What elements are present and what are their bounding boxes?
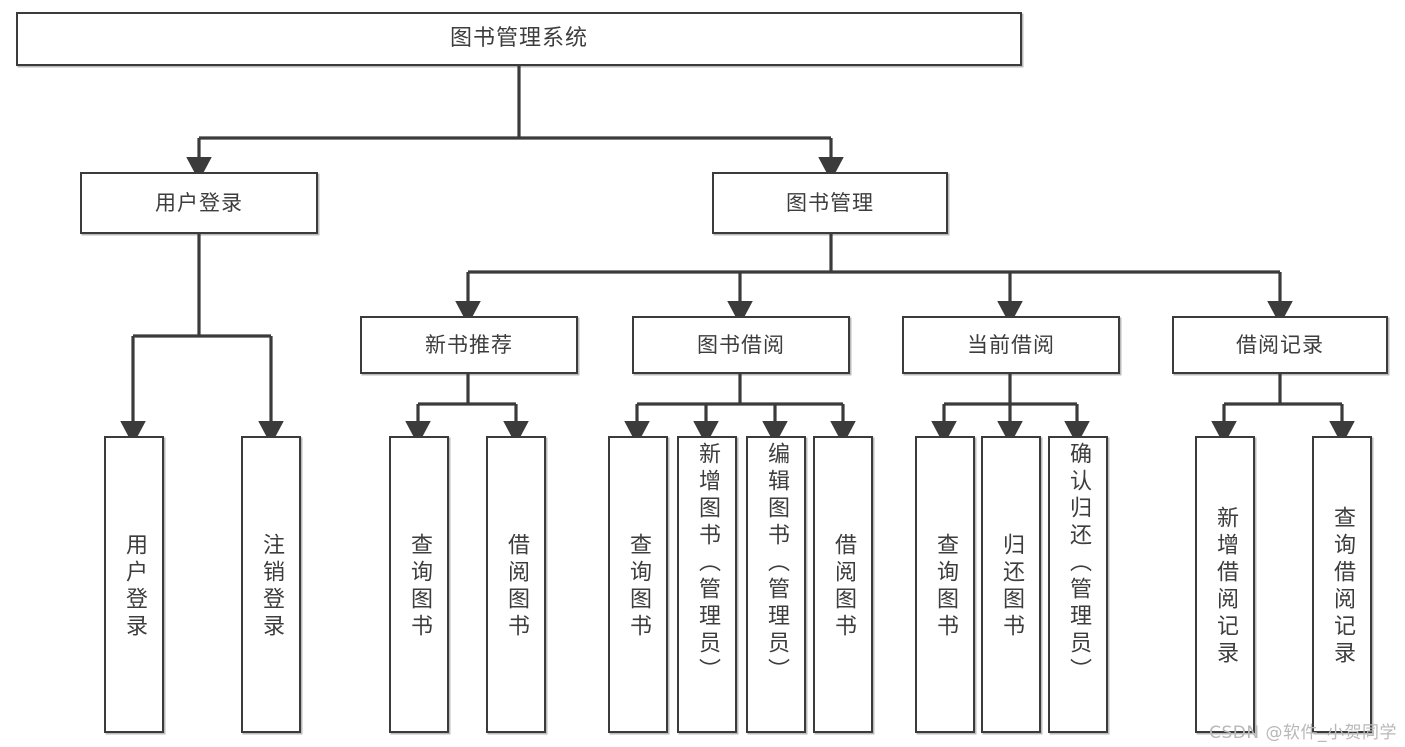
- node-leaf-query-borrow-record[interactable]: 查询借阅记录: [1312, 436, 1372, 733]
- node-leaf-query-borrow-record-label: 查询借阅记录: [1330, 505, 1355, 668]
- node-leaf-borrow-book-rec-label: 借阅图书: [504, 532, 529, 641]
- node-leaf-user-login[interactable]: 用户登录: [104, 436, 164, 733]
- book-management-to-level3-connectors: [455, 234, 1293, 325]
- node-new-book-recommend-label: 新书推荐: [425, 332, 513, 357]
- node-leaf-confirm-return-admin-label: 确认归还（管理员）: [1066, 442, 1091, 685]
- node-book-borrow-label: 图书借阅: [697, 332, 785, 357]
- book-borrow-to-leaf-connectors: [624, 374, 856, 445]
- node-leaf-query-book-borrow-label: 查询图书: [626, 532, 651, 641]
- node-leaf-return-book-label: 归还图书: [999, 532, 1024, 641]
- node-current-borrow-label: 当前借阅: [967, 332, 1055, 357]
- user-login-to-leaf-connectors: [120, 234, 284, 445]
- node-leaf-borrow-book-label: 借阅图书: [831, 532, 856, 641]
- node-leaf-query-book-borrow[interactable]: 查询图书: [608, 436, 668, 733]
- node-book-borrow[interactable]: 图书借阅: [632, 316, 850, 374]
- node-root-label: 图书管理系统: [449, 26, 588, 52]
- node-leaf-edit-book-admin-label: 编辑图书（管理员）: [764, 442, 789, 685]
- node-new-book-recommend[interactable]: 新书推荐: [360, 316, 578, 374]
- node-root[interactable]: 图书管理系统: [16, 12, 1022, 66]
- node-leaf-add-book-admin-label: 新增图书（管理员）: [695, 442, 720, 685]
- node-leaf-borrow-book-rec[interactable]: 借阅图书: [486, 436, 546, 733]
- watermark: CSDN @软件_小贺同学: [1209, 723, 1397, 743]
- node-borrow-record[interactable]: 借阅记录: [1172, 316, 1388, 374]
- node-leaf-return-book[interactable]: 归还图书: [981, 436, 1041, 733]
- node-leaf-user-login-label: 用户登录: [122, 532, 147, 641]
- node-leaf-borrow-book[interactable]: 借阅图书: [813, 436, 873, 733]
- node-leaf-confirm-return-admin[interactable]: 确认归还（管理员）: [1048, 436, 1108, 733]
- node-leaf-edit-book-admin[interactable]: 编辑图书（管理员）: [746, 436, 806, 733]
- node-leaf-add-borrow-record-label: 新增借阅记录: [1213, 505, 1238, 668]
- root-to-level2-connectors: [186, 66, 844, 181]
- node-leaf-logout-login-label: 注销登录: [259, 532, 284, 641]
- node-borrow-record-label: 借阅记录: [1236, 332, 1324, 357]
- node-leaf-query-book-rec-label: 查询图书: [407, 532, 432, 641]
- current-borrow-to-leaf-connectors: [931, 374, 1090, 445]
- node-leaf-add-book-admin[interactable]: 新增图书（管理员）: [677, 436, 737, 733]
- node-leaf-query-book-current-label: 查询图书: [933, 532, 958, 641]
- node-leaf-query-book-current[interactable]: 查询图书: [915, 436, 975, 733]
- new-book-recommend-to-leaf-connectors: [405, 374, 529, 445]
- node-book-management-label: 图书管理: [786, 190, 874, 215]
- borrow-record-to-leaf-connectors: [1211, 374, 1355, 445]
- node-leaf-query-book-rec[interactable]: 查询图书: [389, 436, 449, 733]
- node-user-login-label: 用户登录: [155, 190, 243, 215]
- node-leaf-add-borrow-record[interactable]: 新增借阅记录: [1195, 436, 1255, 733]
- node-leaf-logout-login[interactable]: 注销登录: [241, 436, 301, 733]
- node-user-login[interactable]: 用户登录: [80, 172, 318, 234]
- node-current-borrow[interactable]: 当前借阅: [902, 316, 1120, 374]
- node-book-management[interactable]: 图书管理: [712, 172, 948, 234]
